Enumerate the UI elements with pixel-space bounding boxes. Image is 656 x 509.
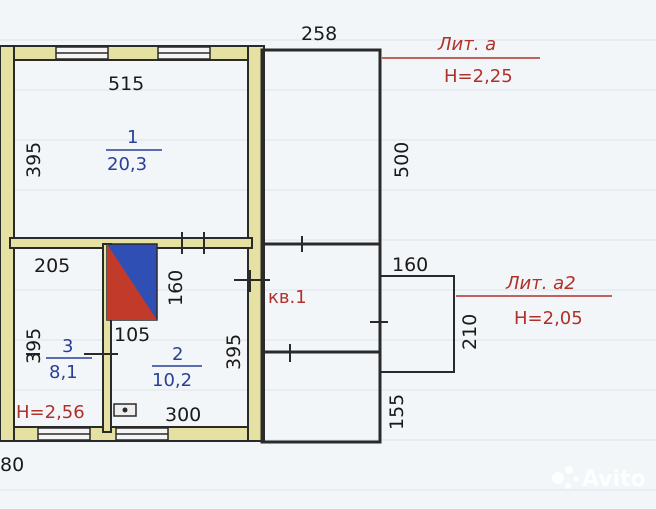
dim-room1-height: 395 — [23, 142, 45, 178]
dim-small: 105 — [114, 324, 150, 346]
dim-room3-width: 205 — [34, 255, 70, 277]
room-2-label: 2 10,2 — [152, 344, 202, 391]
window-bottom-2 — [115, 427, 169, 441]
watermark-text: Avito — [582, 467, 646, 492]
room-1-number: 1 — [127, 127, 138, 148]
room-3-label: 3 8,1 — [46, 336, 92, 383]
room-1-label: 1 20,3 — [106, 127, 162, 175]
room-3-area: 8,1 — [49, 362, 78, 383]
stove-hatch — [107, 244, 157, 320]
apartment-label: кв.1 — [268, 287, 307, 308]
avito-watermark: Avito — [552, 466, 646, 492]
dim-room1-width: 515 — [108, 73, 144, 95]
background-grid — [0, 39, 656, 491]
sink-drain-icon — [122, 407, 128, 413]
window-top-2 — [157, 46, 211, 60]
extension-lit-a — [260, 48, 382, 444]
wall-top — [0, 45, 265, 61]
dim-ladder: 160 — [165, 270, 187, 306]
dim-annex-width: 160 — [392, 254, 428, 276]
dim-room2-width: 300 — [165, 404, 201, 426]
room-2-number: 2 — [172, 344, 183, 365]
room-1-area: 20,3 — [107, 154, 147, 175]
room-2-area: 10,2 — [152, 370, 192, 391]
lit-a2-height: H=2,05 — [514, 308, 583, 329]
stove — [106, 243, 158, 321]
dim-right-block-height: 500 — [391, 142, 413, 178]
lit-a2-title: Лит. а2 — [505, 273, 576, 294]
dim-room2-height: 395 — [223, 334, 245, 370]
lit-a-title: Лит. а — [437, 34, 496, 55]
door-marks — [26, 232, 388, 362]
leader-lines — [382, 57, 612, 297]
dim-bottom-right-height: 155 — [386, 394, 408, 430]
dim-top-right-width: 258 — [301, 23, 337, 45]
lit-a-height: H=2,25 — [444, 66, 513, 87]
left-height-label: H=2,56 — [16, 402, 85, 423]
dim-bottom-left: 80 — [0, 454, 24, 476]
dim-annex-depth: 210 — [459, 314, 481, 350]
windows — [37, 46, 211, 441]
extension-outline — [260, 48, 382, 444]
annex-lit-a2 — [379, 275, 455, 373]
dim-room3-height: 395 — [23, 328, 45, 364]
window-top-1 — [55, 46, 109, 60]
room-3-number: 3 — [62, 336, 73, 357]
window-bottom-1 — [37, 427, 91, 441]
